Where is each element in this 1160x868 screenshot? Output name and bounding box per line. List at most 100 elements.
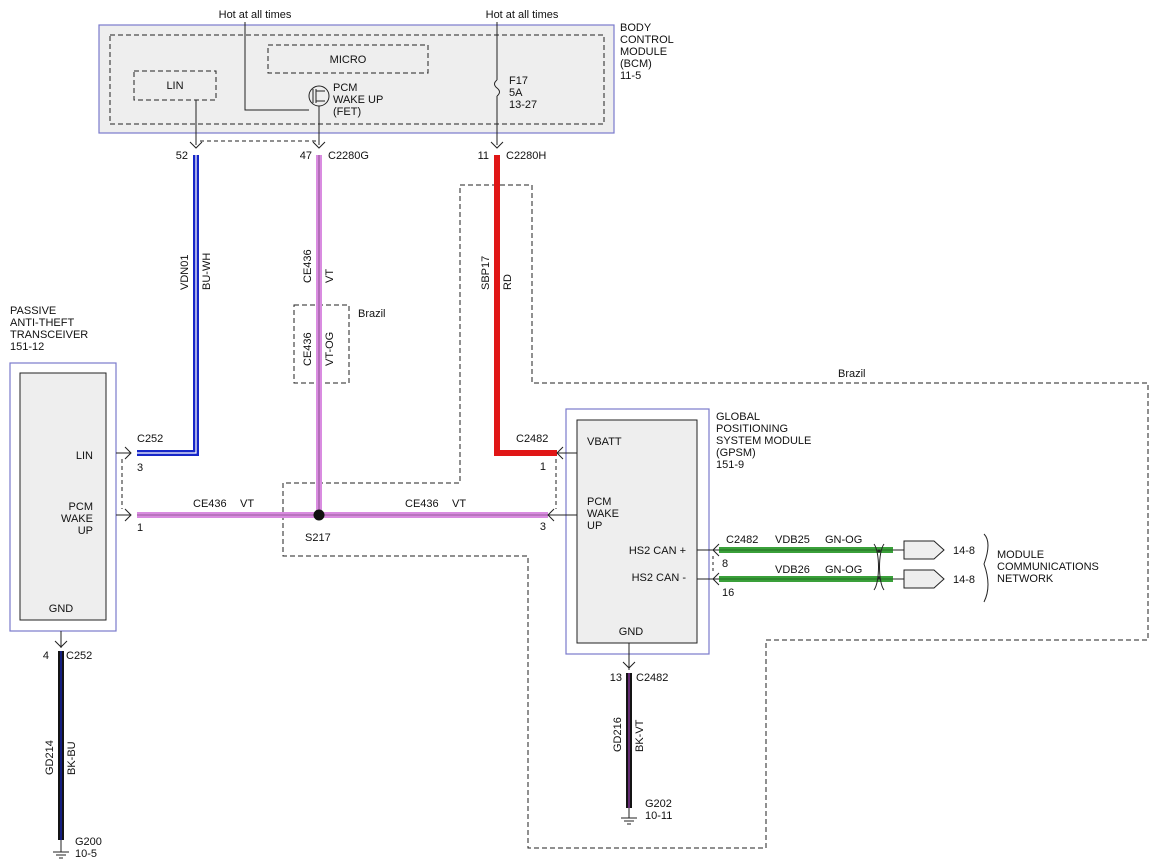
wire-vdn01 [137, 155, 199, 456]
pin-47-label: 47 [300, 150, 312, 162]
ce436-top-circuit-label: CE436 [302, 249, 314, 283]
gd216-circuit-label: GD216 [612, 717, 624, 752]
pats-c252-label: C252 [137, 433, 163, 445]
gpsm-title-3: SYSTEM MODULE [716, 435, 811, 447]
pin-52-connector [189, 141, 203, 149]
pats-title-2: ANTI-THEFT [10, 317, 74, 329]
ce436-right-circuit-label: CE436 [405, 498, 439, 510]
brazil-region-outline [282, 184, 1149, 849]
splice-s217 [313, 509, 325, 521]
gd214-color-label: BK-BU [66, 741, 78, 775]
g202-ref: 10-11 [645, 810, 672, 822]
ce436-right-color-label: VT [452, 498, 466, 510]
ce436-brazil-color-label: VT-OG [324, 332, 336, 366]
pats-pin4-label: 4 [43, 650, 49, 662]
mcn-title-3: NETWORK [997, 573, 1054, 585]
ce436-brazil-circuit-label: CE436 [302, 332, 314, 366]
pin-11-connector [490, 141, 504, 149]
pats-gnd-label: GND [49, 603, 74, 615]
gpsm-gnd-label: GND [619, 626, 644, 638]
pats-title-4: 151-12 [10, 341, 44, 353]
hot-right-label: Hot at all times [486, 9, 559, 21]
pats-wake-1: PCM [69, 501, 93, 513]
ground-g200-symbol [53, 840, 69, 859]
gpsm-vbatt-label: VBATT [587, 436, 622, 448]
ground-g202-symbol [621, 808, 637, 825]
gpsm-title-4: (GPSM) [716, 447, 756, 459]
gpsm-c2482-bottom-label: C2482 [636, 672, 668, 684]
brazil-small-label: Brazil [358, 308, 386, 320]
bcm-title-1: BODY [620, 22, 652, 34]
gpsm-wake-1: PCM [587, 496, 611, 508]
pin-52-label: 52 [176, 150, 188, 162]
wire-sbp17 [494, 155, 557, 456]
fet-label-2: WAKE UP [333, 94, 383, 106]
fuse-label-2: 5A [509, 87, 523, 99]
pats-c252-bottom-label: C252 [66, 650, 92, 662]
fuse-label-1: F17 [509, 75, 528, 87]
gpsm-can-minus-label: HS2 CAN - [632, 572, 687, 584]
pats-c252-pin4-symbol [54, 640, 68, 648]
ce436-left-circuit-label: CE436 [193, 498, 227, 510]
gpsm-inner [576, 419, 698, 644]
vdb26-color-label: GN-OG [825, 564, 862, 576]
vdn01-color-label: BU-WH [201, 253, 213, 290]
gpsm-pin16-label: 16 [722, 587, 734, 599]
bcm-title-2: CONTROL [620, 34, 674, 46]
pats-title-1: PASSIVE [10, 305, 56, 317]
hot-left-label: Hot at all times [219, 9, 292, 21]
pats-module: PASSIVE ANTI-THEFT TRANSCEIVER 151-12 LI… [9, 305, 117, 632]
pats-title-3: TRANSCEIVER [10, 329, 88, 341]
brazil-large-label: Brazil [838, 368, 866, 380]
gpsm-pin13-label: 13 [610, 672, 622, 684]
pats-lin-label: LIN [76, 450, 93, 462]
mcn-brace [983, 533, 989, 603]
wire-vdn01-stripe [137, 155, 197, 454]
mcn-ref-minus: 14-8 [953, 574, 975, 586]
gpsm-title-2: POSITIONING [716, 423, 788, 435]
twisted-pair-symbol [873, 543, 885, 591]
twist-dot-top [877, 549, 881, 553]
micro-box [267, 44, 429, 74]
hot-left-line [244, 22, 309, 111]
bcm-title-3: MODULE [620, 46, 667, 58]
gpsm-wake-2: WAKE [587, 508, 619, 520]
fet-label-3: (FET) [333, 106, 361, 118]
micro-label: MICRO [330, 54, 367, 66]
gpsm-title-1: GLOBAL [716, 411, 760, 423]
mcn-connector-plus [903, 540, 945, 560]
bcm-inner-dashed [109, 34, 605, 125]
gpsm-module: VBATT PCM WAKE UP HS2 CAN + HS2 CAN - GN… [565, 408, 811, 655]
pin-11-label: 11 [478, 150, 489, 162]
sbp17-circuit-label: SBP17 [480, 256, 492, 290]
gd214-circuit-label: GD214 [44, 740, 56, 775]
g202-label: G202 [645, 798, 672, 810]
fuse-label-3: 13-27 [509, 99, 537, 111]
vdb26-circuit-label: VDB26 [775, 564, 810, 576]
twist-dot-bottom [877, 576, 881, 580]
bcm-title-4: (BCM) [620, 58, 652, 70]
c2280h-label: C2280H [506, 150, 546, 162]
vdn01-circuit-label: VDN01 [179, 255, 191, 290]
mcn-ref-plus: 14-8 [953, 545, 975, 557]
gd216-color-label: BK-VT [634, 719, 646, 752]
fet-label-1: PCM [333, 82, 357, 94]
fuse-symbol [494, 79, 500, 97]
gpsm-pin1-label: 1 [540, 461, 546, 473]
vdb25-circuit-label: VDB25 [775, 534, 810, 546]
pats-wake-3: UP [78, 525, 93, 537]
g200-ref: 10-5 [75, 848, 97, 860]
gpsm-wake-3: UP [587, 520, 602, 532]
gpsm-pin3-label: 3 [540, 521, 546, 533]
bcm-outline [98, 24, 615, 134]
gpsm-can-plus-label: HS2 CAN + [629, 545, 686, 557]
pin-47-connector [312, 141, 326, 149]
splice-label: S217 [305, 532, 331, 544]
bcm-lin-label: LIN [166, 80, 183, 92]
mcn-connector-minus [903, 569, 945, 589]
gpsm-title-5: 151-9 [716, 459, 744, 471]
mcn-title-2: COMMUNICATIONS [997, 561, 1099, 573]
lin-box [133, 70, 217, 101]
c2280g-label: C2280G [328, 150, 369, 162]
